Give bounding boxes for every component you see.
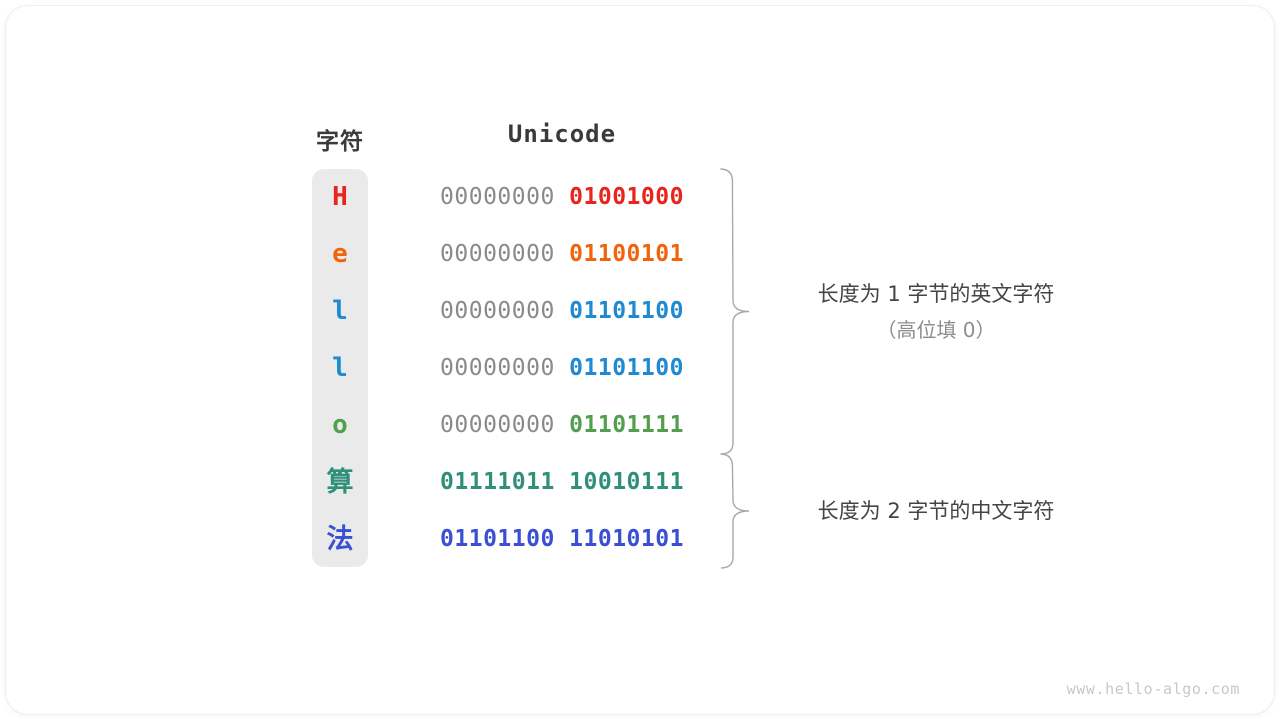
low-byte: 01001000 — [569, 184, 684, 210]
group-annotation: 长度为 1 字节的英文字符 （高位填 0） — [776, 276, 1096, 348]
unicode-bits-cell: 00000000 01101100 — [426, 340, 698, 397]
watermark: www.hello-algo.com — [1066, 680, 1240, 698]
group-brace — [720, 168, 750, 455]
low-byte: 10010111 — [569, 469, 684, 495]
column-header-unicode: Unicode — [507, 120, 617, 148]
character-cell: 法 — [326, 524, 354, 555]
character-cell: l — [332, 353, 348, 383]
braces-layer — [720, 168, 750, 569]
character-cell: 算 — [326, 467, 354, 498]
unicode-bits-cell: 00000000 01101111 — [426, 397, 698, 454]
unicode-bits-cell: 01101100 11010101 — [426, 511, 698, 568]
low-byte: 01101100 — [569, 355, 684, 381]
diagram-card: 字符 Unicode H 00000000 01001000 e 00000000 0… — [6, 6, 1274, 714]
low-byte: 01100101 — [569, 241, 684, 267]
unicode-bits-cell: 01111011 10010111 — [426, 454, 698, 511]
annotation-line-secondary: （高位填 0） — [876, 317, 996, 342]
high-byte: 00000000 — [440, 184, 555, 210]
group-annotation: 长度为 2 字节的中文字符 — [776, 493, 1096, 529]
high-byte: 00000000 — [440, 355, 555, 381]
character-column-background — [312, 169, 368, 567]
unicode-bits-cell: 00000000 01101100 — [426, 283, 698, 340]
high-byte: 00000000 — [440, 412, 555, 438]
character-cell: o — [332, 410, 348, 440]
group-brace — [720, 453, 750, 569]
high-byte: 00000000 — [440, 298, 555, 324]
annotation-line-primary: 长度为 2 字节的中文字符 — [817, 499, 1055, 523]
character-cell: H — [332, 182, 348, 212]
column-header-character: 字符 — [316, 129, 364, 155]
high-byte: 01101100 — [440, 526, 555, 552]
unicode-bits-cell: 00000000 01001000 — [426, 169, 698, 226]
high-byte: 01111011 — [440, 469, 555, 495]
character-cell: l — [332, 296, 348, 326]
unicode-bits-cell: 00000000 01100101 — [426, 226, 698, 283]
annotation-line-primary: 长度为 1 字节的英文字符 — [817, 281, 1055, 306]
low-byte: 11010101 — [569, 526, 684, 552]
low-byte: 01101100 — [569, 298, 684, 324]
low-byte: 01101111 — [569, 412, 684, 438]
high-byte: 00000000 — [440, 241, 555, 267]
diagram-stage: 字符 Unicode H 00000000 01001000 e 00000000 0… — [6, 6, 1274, 714]
character-cell: e — [332, 239, 348, 269]
